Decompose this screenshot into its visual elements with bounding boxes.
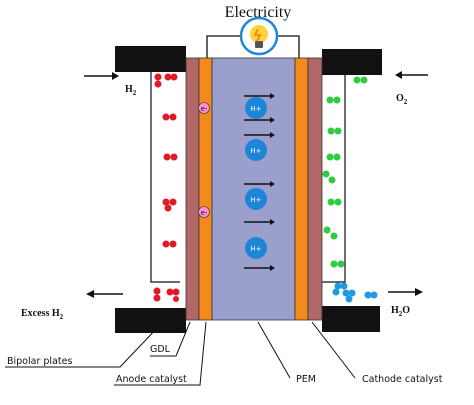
callout-gdl: GDL: [150, 344, 171, 355]
circuit-wire-right: [278, 35, 300, 58]
callout-lines: [5, 321, 356, 386]
callout-cathode-catalyst: Cathode catalyst: [362, 374, 443, 385]
callout-pem: PEM: [296, 374, 316, 385]
proton-ion: H+: [244, 237, 275, 271]
h2-inlet-arrow: [84, 72, 119, 80]
svg-text:H+: H+: [250, 147, 261, 155]
bipolar-plate-left: [115, 46, 186, 333]
callout-bipolar-plates: Bipolar plates: [7, 356, 72, 367]
water-outlet-arrow: [388, 288, 423, 296]
bipolar-plate-right: [322, 49, 382, 332]
svg-text:H+: H+: [250, 245, 261, 253]
h2o-outlet-label: H2O: [391, 305, 410, 318]
svg-text:e-: e-: [201, 105, 208, 113]
h2-inlet-label: H2: [125, 84, 137, 97]
lightbulb-icon: [239, 16, 279, 56]
gdl-cathode: [307, 57, 323, 321]
gdl-anode: [185, 57, 200, 321]
proton-ion: H+: [244, 132, 275, 161]
hydrogen-molecules: [153, 73, 180, 302]
svg-text:H+: H+: [250, 105, 261, 113]
callout-anode-catalyst: Anode catalyst: [116, 374, 187, 385]
excess-h2-label: Excess H2: [21, 308, 64, 321]
electron: e-: [198, 206, 210, 218]
svg-text:e-: e-: [201, 209, 208, 217]
oxygen-molecules: [322, 76, 368, 268]
circuit-wire-left: [206, 35, 240, 58]
o2-inlet-label: O2: [396, 93, 408, 106]
o2-inlet-arrow: [395, 71, 428, 79]
electricity-label: Electricity: [225, 4, 292, 21]
proton-group: H+ H+ H+ H+: [244, 93, 275, 271]
electron: e-: [198, 102, 210, 114]
excess-h2-outlet-arrow: [86, 290, 123, 298]
proton-ion: H+: [244, 93, 275, 123]
svg-text:H+: H+: [250, 196, 261, 204]
proton-ion: H+: [244, 181, 275, 225]
cathode-catalyst-layer: [294, 57, 309, 321]
water-molecules: [332, 282, 378, 303]
anode-catalyst-layer: [198, 57, 213, 321]
